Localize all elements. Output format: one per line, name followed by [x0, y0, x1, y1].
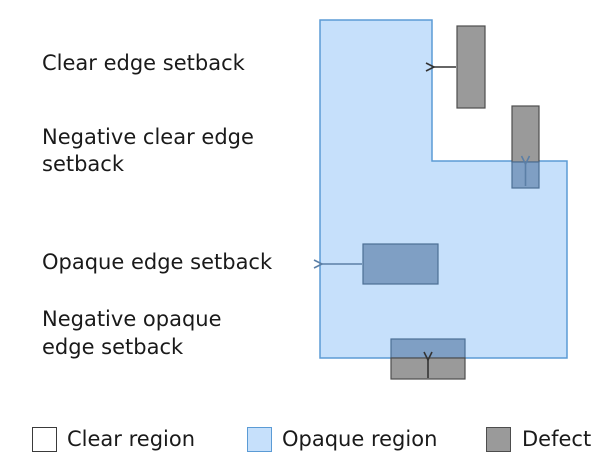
legend-swatch-defect	[486, 427, 511, 452]
label-negative-opaque-edge-setback-line2: edge setback	[42, 335, 184, 359]
defect-negative-clear-edge-setback	[511, 105, 540, 163]
label-opaque-edge-setback: Opaque edge setback	[42, 250, 273, 274]
defect-opaque-edge-setback	[362, 243, 439, 285]
legend-swatch-clear-region	[32, 427, 57, 452]
label-clear-edge-setback: Clear edge setback	[42, 51, 245, 75]
legend-label-clear-region: Clear region	[67, 427, 196, 451]
legend-label-defect: Defect	[522, 427, 592, 451]
label-negative-clear-edge-setback-line2: setback	[42, 152, 125, 176]
defect-negative-opaque-edge-setback-overlap	[390, 338, 466, 359]
defect-clear-edge-setback	[456, 25, 486, 109]
label-negative-opaque-edge-setback-line1: Negative opaque	[42, 307, 222, 331]
label-negative-clear-edge-setback-line1: Negative clear edge	[42, 125, 254, 149]
legend-swatch-opaque-region	[247, 427, 272, 452]
opaque-region	[319, 19, 568, 359]
legend-label-opaque-region: Opaque region	[282, 427, 438, 451]
